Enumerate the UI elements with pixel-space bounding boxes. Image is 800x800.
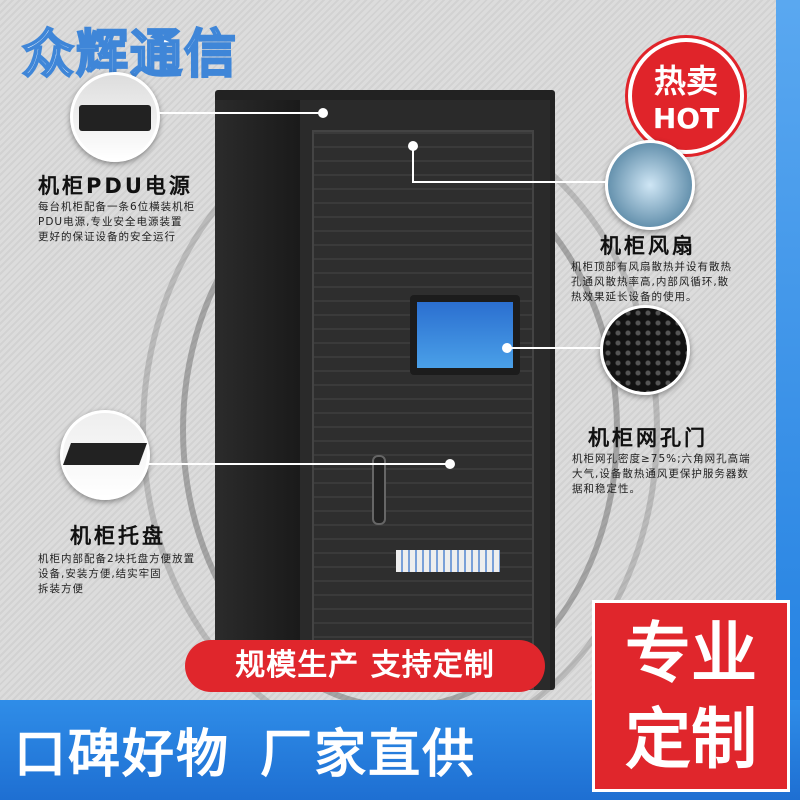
door-handle xyxy=(372,455,386,525)
feature-desc-mesh-door: 机柜网孔密度≥75%;六角网孔高端大气,设备散热通风更保护服务器数据和稳定性。 xyxy=(572,453,751,495)
badge-line2: HOT xyxy=(652,102,720,135)
fan-callout-image xyxy=(605,140,695,230)
tray-callout-image xyxy=(60,410,150,500)
feature-title-tray: 机柜托盘 xyxy=(70,524,166,548)
pdu-callout-image xyxy=(70,72,160,162)
pointer-dot xyxy=(318,108,328,118)
mesh-callout-image xyxy=(600,305,690,395)
feature-desc-fan: 机柜顶部有风扇散热并设有散热孔通风散热率高,内部风循环,散热效果延长设备的使用。 xyxy=(571,261,732,303)
mass-production-banner: 规模生产 支持定制 xyxy=(185,640,545,692)
pointer-dot xyxy=(502,343,512,353)
patch-panel xyxy=(396,550,500,572)
pointer-line xyxy=(412,181,607,183)
hot-sale-badge: 热卖 HOT xyxy=(628,38,744,154)
feature-title-pdu: 机柜PDU电源 xyxy=(38,174,193,198)
pointer-line xyxy=(508,347,603,349)
feature-desc-tray: 机柜内部配备2块托盘方便放置设备,安装方便,结实牢固拆装方便 xyxy=(38,553,196,595)
feature-title-fan: 机柜风扇 xyxy=(600,234,696,258)
bottom-slogan: 口碑好物 厂家直供 xyxy=(14,725,477,785)
touch-screen xyxy=(410,295,520,375)
feature-title-mesh-door: 机柜网孔门 xyxy=(588,426,708,450)
custom-badge: 专业 定制 xyxy=(592,600,790,792)
custom-line2: 定制 xyxy=(625,701,757,778)
pointer-line xyxy=(148,463,448,465)
badge-line1: 热卖 xyxy=(653,62,718,100)
pointer-line xyxy=(412,146,414,182)
mesh-door xyxy=(312,130,534,690)
custom-line1: 专业 xyxy=(625,615,757,692)
pointer-line xyxy=(158,112,323,114)
pointer-dot xyxy=(445,459,455,469)
